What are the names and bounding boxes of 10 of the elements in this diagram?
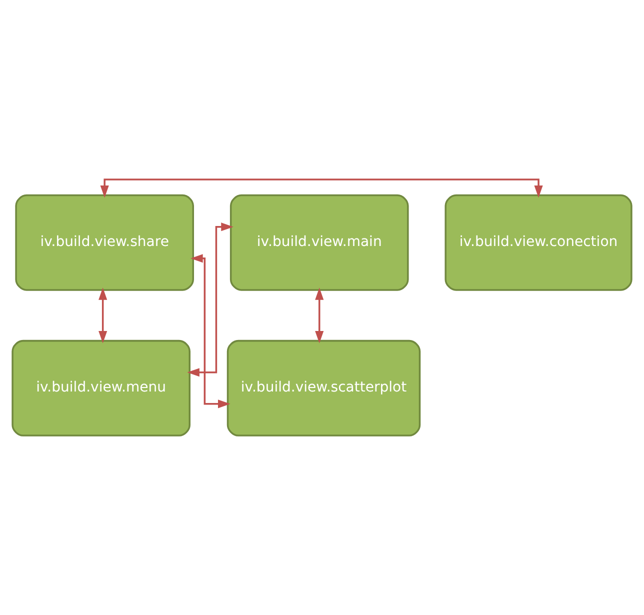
- node-box: iv.build.view.conection: [444, 194, 632, 291]
- node-box: iv.build.view.scatterplot: [226, 340, 421, 436]
- arrow: [100, 178, 543, 198]
- node-box: iv.build.view.share: [15, 194, 194, 291]
- arrow: [187, 222, 234, 377]
- arrow: [98, 288, 108, 344]
- node-box: iv.build.view.main: [230, 194, 409, 291]
- node-box: iv.build.view.menu: [12, 340, 190, 436]
- arrow: [190, 254, 230, 408]
- arrow: [315, 288, 324, 344]
